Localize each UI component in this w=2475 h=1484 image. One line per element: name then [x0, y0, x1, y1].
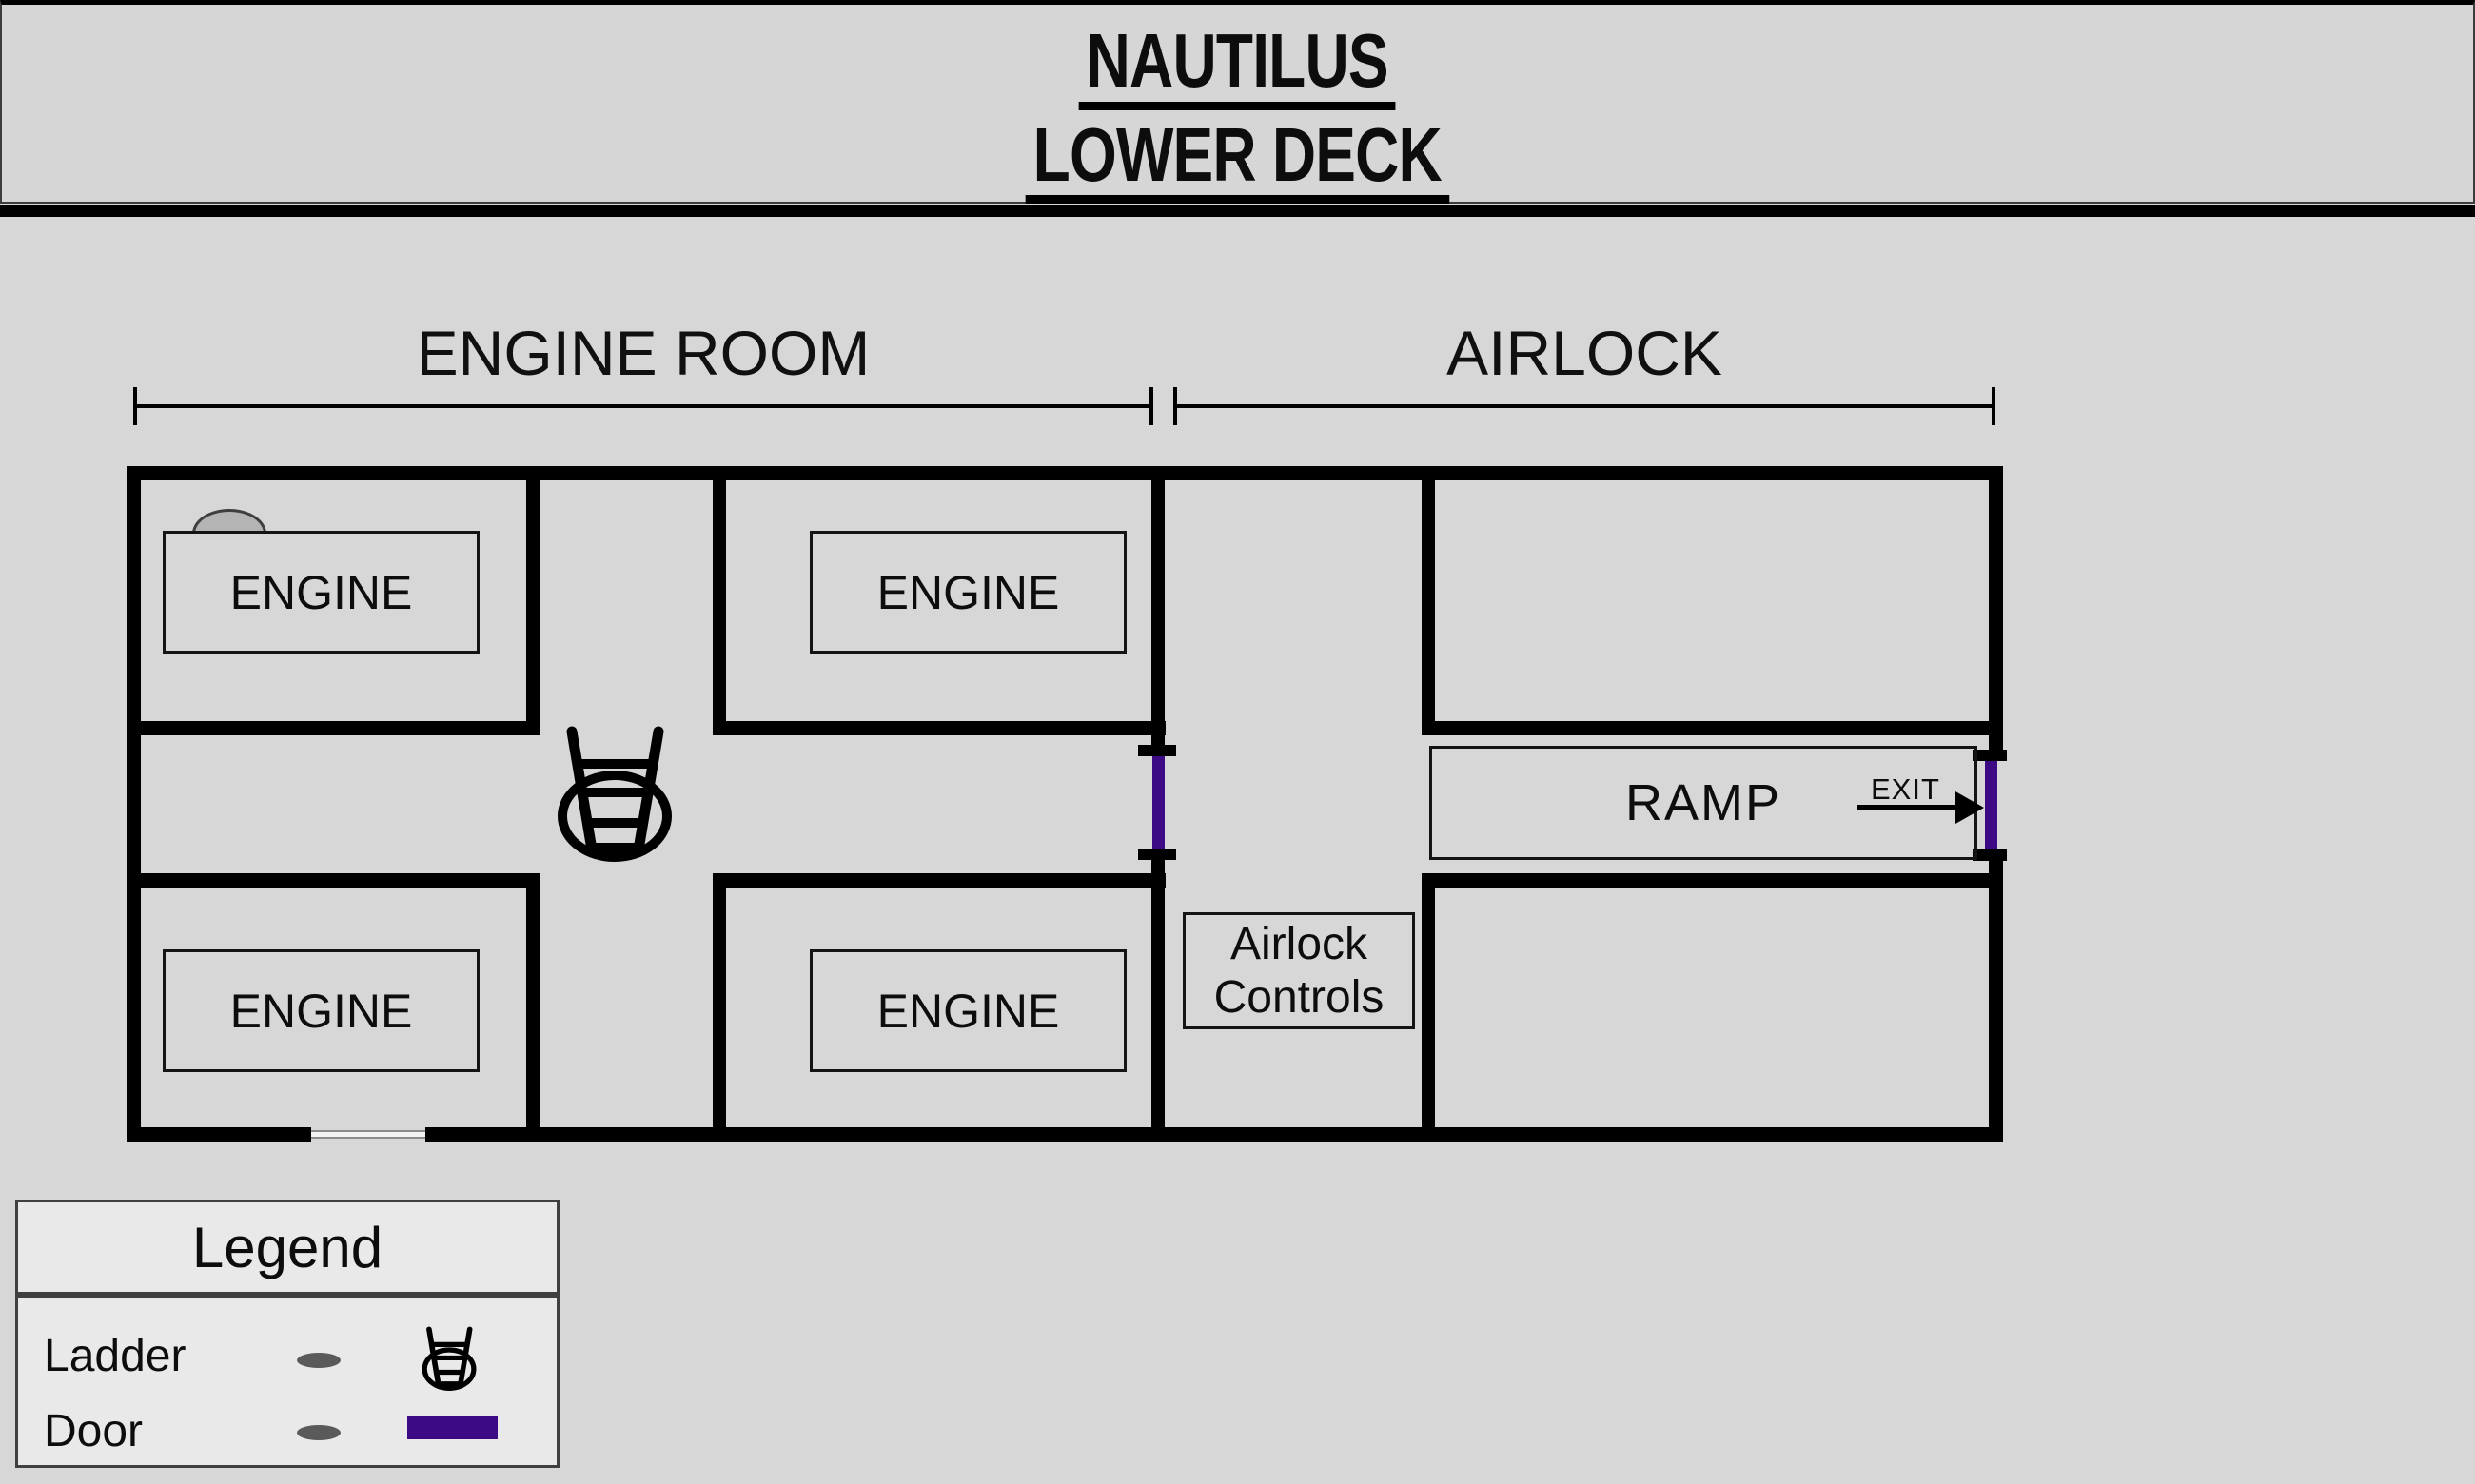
legend-title: Legend — [191, 1215, 383, 1279]
wall-segment — [713, 873, 1166, 888]
wall-segment — [1422, 466, 1435, 735]
engine-box-bottom-middle: ENGINE — [810, 949, 1127, 1072]
bracket-tick — [1992, 387, 1995, 425]
title-banner: NAUTILUS LOWER DECK — [0, 0, 2475, 205]
engine-label: ENGINE — [229, 984, 413, 1038]
airlock-controls-line1: Airlock — [1229, 919, 1368, 970]
engine-label: ENGINE — [876, 984, 1060, 1038]
airlock-controls-line2: Controls — [1213, 971, 1385, 1023]
wall-outer-bottom-right — [425, 1127, 2003, 1142]
deck-title-line2: LOWER DECK — [1025, 116, 1450, 205]
engine-label: ENGINE — [229, 565, 413, 619]
lens-separator-icon — [297, 1353, 341, 1368]
airlock-extent-bracket — [1173, 387, 1995, 425]
wall-segment — [127, 873, 540, 888]
wall-segment — [1422, 873, 1435, 1142]
wall-outer-right-lower — [1989, 861, 2003, 1142]
wall-segment — [1422, 873, 2003, 888]
exit-arrow-shaft — [1857, 805, 1958, 810]
wall-outer-top — [127, 466, 2003, 480]
engine-room-extent-bracket — [133, 387, 1153, 425]
wall-segment — [713, 466, 726, 735]
wall-segment — [526, 873, 540, 1142]
door-jamb — [1973, 750, 2007, 761]
door-jamb — [1138, 849, 1176, 860]
exit-arrow-icon — [1955, 791, 1984, 824]
door-swatch — [407, 1416, 498, 1439]
door-leaf — [1985, 761, 1997, 849]
ladder-icon — [558, 726, 672, 862]
ramp-box: RAMP — [1429, 746, 1977, 860]
engine-room-section-label: ENGINE ROOM — [416, 318, 871, 388]
wall-outer-right-upper — [1989, 466, 2003, 750]
engine-label: ENGINE — [876, 565, 1060, 619]
wall-divider-upper — [1151, 466, 1165, 745]
wall-segment — [713, 873, 726, 1142]
legend-item-ladder-label: Ladder — [44, 1331, 187, 1381]
wall-segment — [526, 466, 540, 735]
lens-separator-icon — [297, 1425, 341, 1440]
bracket-tick — [1173, 387, 1177, 425]
bracket-tick — [1149, 387, 1153, 425]
wall-segment — [1422, 721, 2003, 735]
airlock-controls-box: Airlock Controls — [1183, 912, 1415, 1029]
banner-divider-rule — [0, 205, 2475, 217]
ramp-label: RAMP — [1624, 774, 1781, 831]
wall-segment — [713, 721, 1166, 735]
legend-header: Legend — [15, 1200, 560, 1295]
bottom-hatch — [311, 1130, 425, 1139]
door-leaf — [1152, 756, 1165, 849]
bracket-tick — [133, 387, 137, 425]
legend-item-door-label: Door — [44, 1406, 144, 1456]
deck-title-line1: NAUTILUS — [1078, 23, 1397, 110]
wall-divider-lower — [1151, 860, 1165, 1142]
engine-box-bottom-left: ENGINE — [163, 949, 480, 1072]
exit-label: EXIT — [1871, 772, 1940, 806]
door-jamb — [1138, 745, 1176, 756]
wall-outer-left — [127, 466, 141, 1142]
door-jamb — [1973, 849, 2007, 861]
wall-segment — [127, 721, 540, 735]
ladder-icon — [422, 1326, 477, 1391]
engine-box-top-middle: ENGINE — [810, 531, 1127, 654]
engine-box-top-left: ENGINE — [163, 531, 480, 654]
wall-outer-bottom-left — [127, 1127, 311, 1142]
airlock-section-label: AIRLOCK — [1446, 318, 1722, 388]
